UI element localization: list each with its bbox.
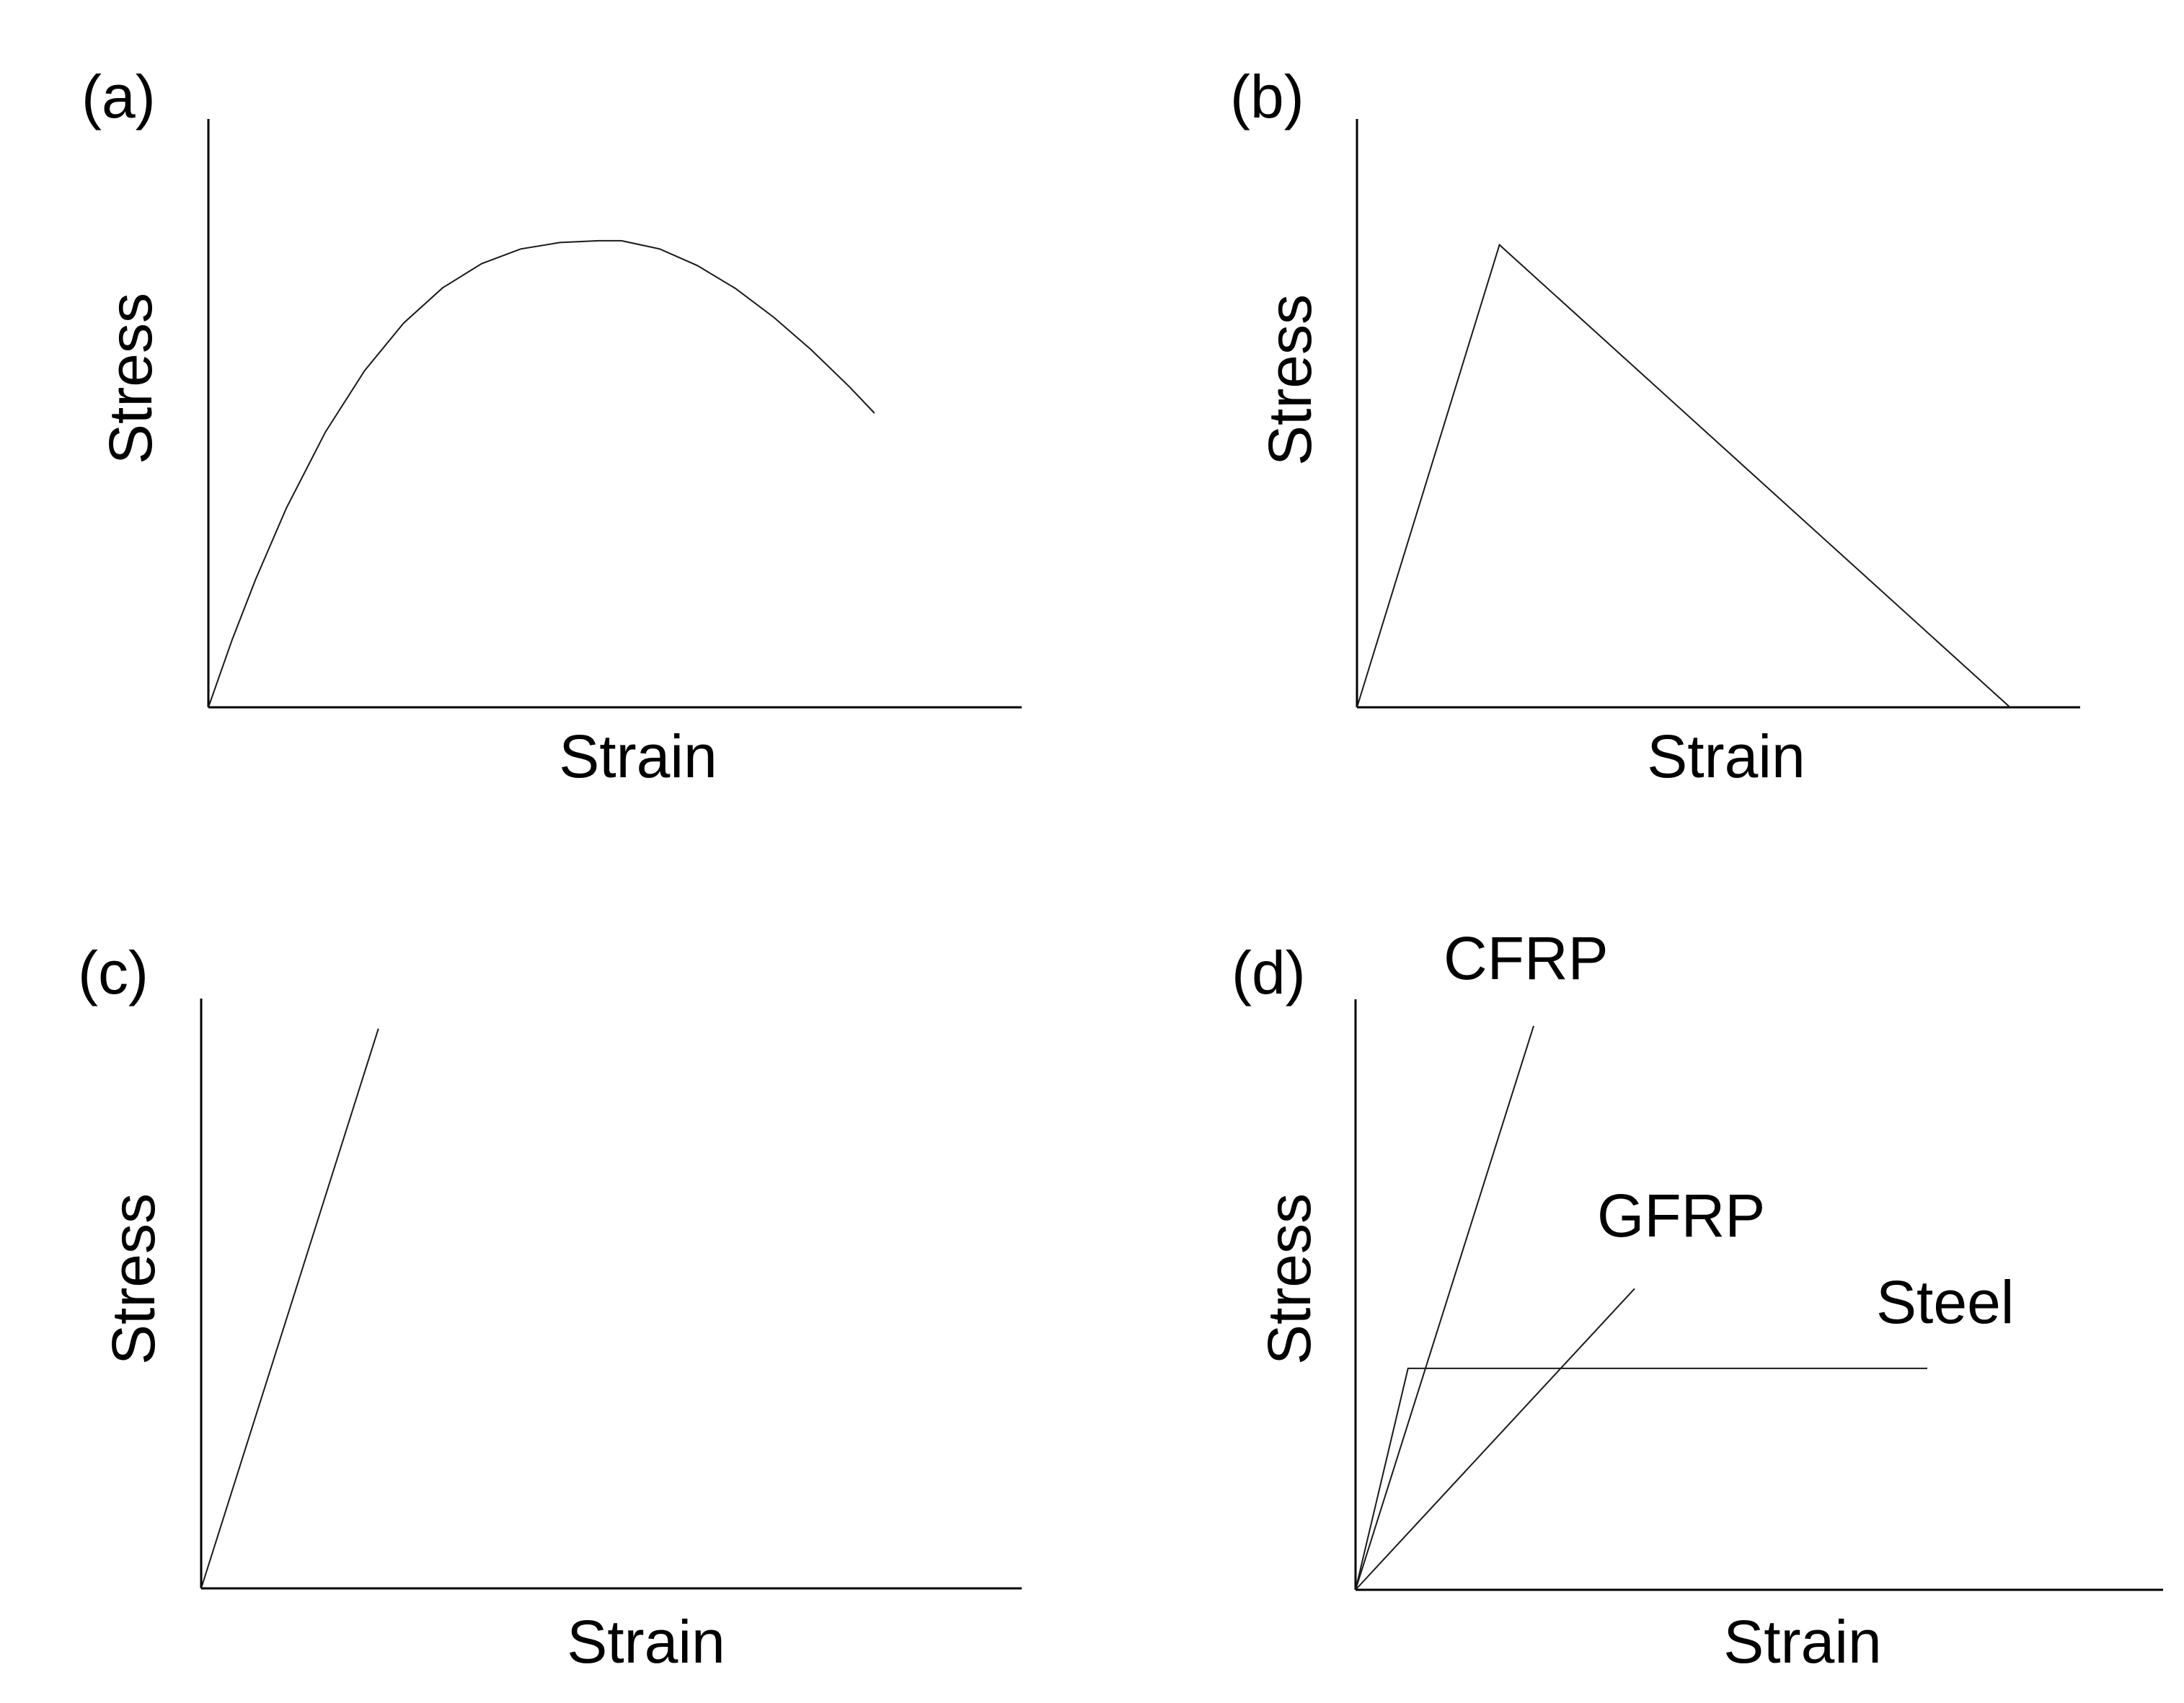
panel-c: (c) Stress Strain xyxy=(78,939,1022,1676)
panel-d: (d) CFRP GFRP Steel Stress Strain xyxy=(1232,924,2163,1676)
panel-b-tag: (b) xyxy=(1230,63,1304,131)
panel-c-tag: (c) xyxy=(78,939,149,1007)
panel-d-series xyxy=(1355,1025,1927,1591)
panel-a-xlabel: Strain xyxy=(559,722,717,790)
panel-b-ylabel: Stress xyxy=(1256,294,1324,466)
panel-c-series xyxy=(200,1028,379,1589)
panel-c-xlabel: Strain xyxy=(567,1608,725,1676)
panel-b-xlabel: Strain xyxy=(1647,722,1805,790)
panel-a-series xyxy=(208,239,875,708)
series-line-c-0 xyxy=(200,1028,379,1589)
panel-b: (b) Stress Strain xyxy=(1230,63,2080,790)
panel-a-ylabel: Stress xyxy=(97,293,164,464)
series-line-d-gfrp xyxy=(1355,1288,1635,1591)
panel-b-series xyxy=(1356,243,2011,708)
panel-c-ylabel: Stress xyxy=(100,1193,167,1365)
panel-d-xlabel: Strain xyxy=(1723,1608,1881,1676)
panel-d-series-label-gfrp: GFRP xyxy=(1597,1182,1765,1249)
panel-d-series-label-cfrp: CFRP xyxy=(1444,924,1609,992)
series-line-b-0 xyxy=(1356,243,2011,708)
series-line-d-cfrp xyxy=(1355,1025,1534,1591)
panel-a-tag: (a) xyxy=(81,63,156,131)
panel-d-tag: (d) xyxy=(1232,939,1306,1007)
series-line-a-0 xyxy=(208,239,875,708)
panel-d-ylabel: Stress xyxy=(1255,1193,1323,1365)
panel-d-series-label-steel: Steel xyxy=(1876,1268,2014,1336)
series-line-d-steel xyxy=(1355,1367,1927,1591)
panel-a: (a) Stress Strain xyxy=(81,63,1022,790)
